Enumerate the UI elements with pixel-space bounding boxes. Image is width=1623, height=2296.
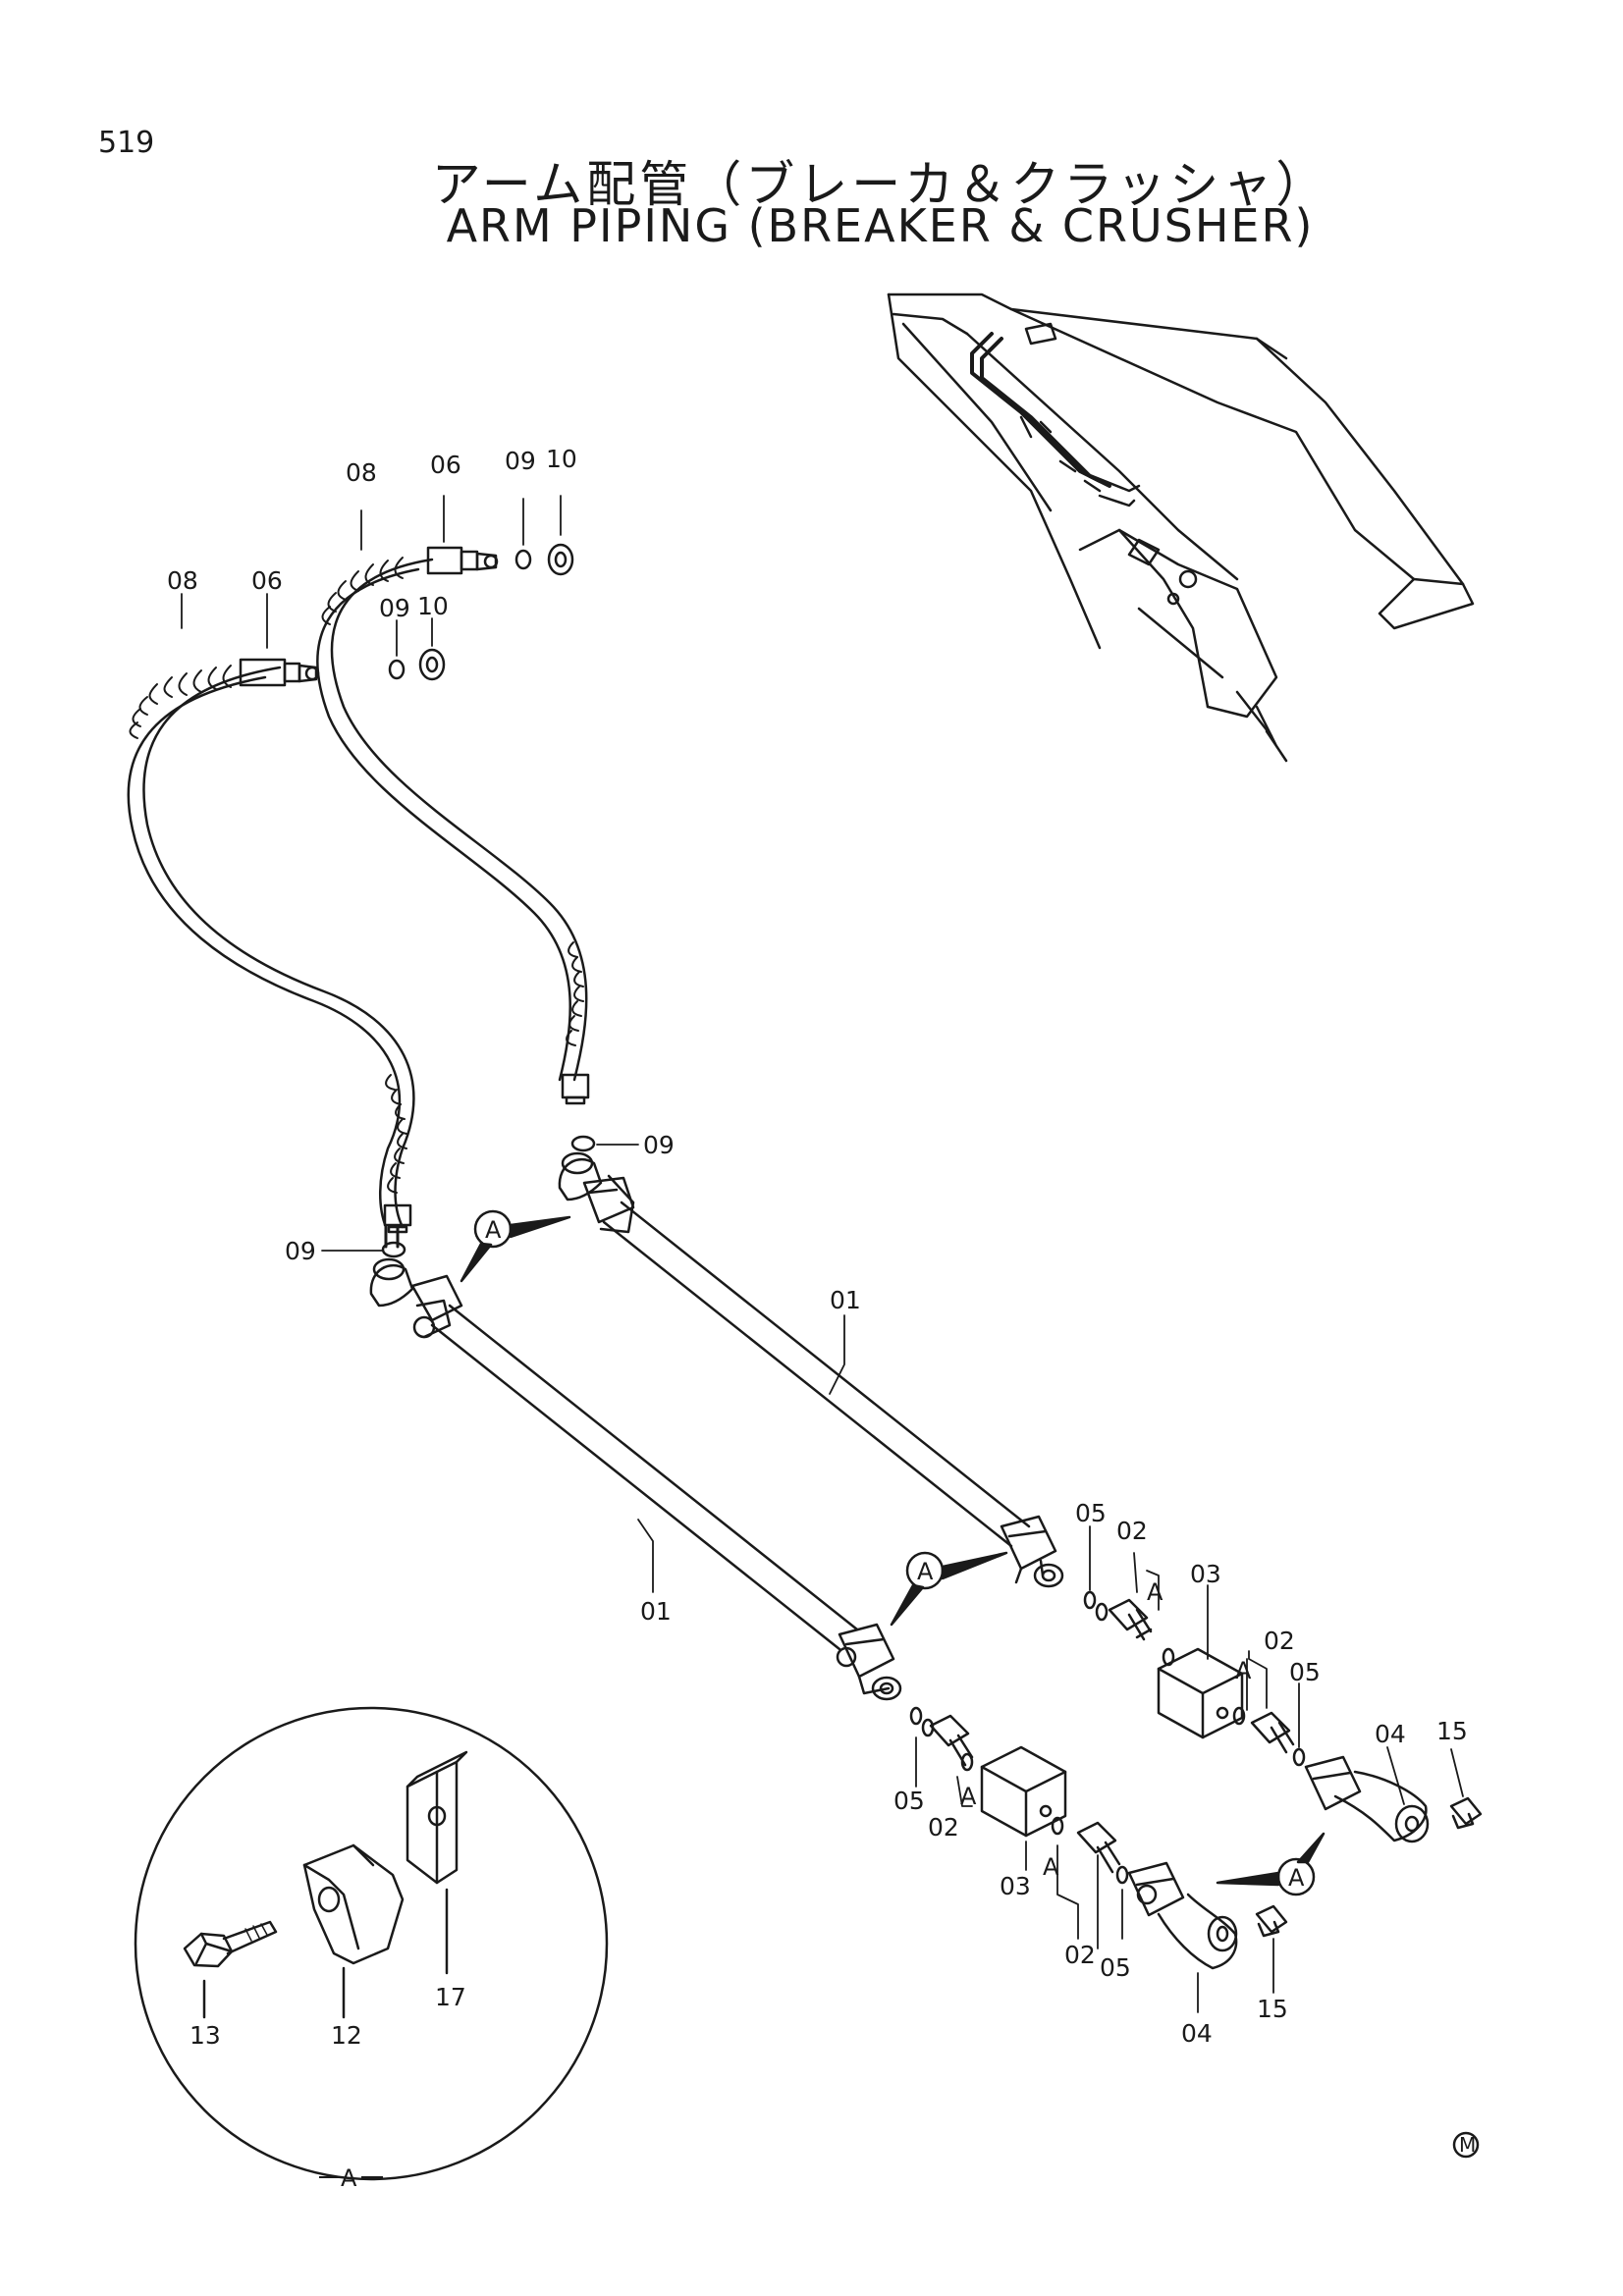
pipe-01-upper [602, 1201, 1031, 1548]
o-ring-09-middle [388, 659, 406, 680]
o-ring-05-upper-b [1095, 1602, 1109, 1622]
o-ring-05-upper [1083, 1590, 1097, 1610]
label-03-lower: 03 [1000, 1872, 1031, 1900]
title-english: ARM PIPING (BREAKER & CRUSHER) [446, 199, 1315, 252]
callout-letter-a-middle: A [917, 1558, 934, 1585]
label-01-lower: 01 [640, 1597, 672, 1626]
o-ring-09-lower-right [570, 1135, 596, 1152]
label-a-right: A [1235, 1657, 1252, 1684]
label-15-lower: 15 [1257, 1995, 1288, 2023]
detail-a-label-group: A [319, 2164, 383, 2192]
o-ring-a-lower-b [1051, 1816, 1064, 1836]
label-a-lower: A [960, 1783, 977, 1810]
o-ring-09-lower-left [381, 1241, 406, 1258]
adapter-02-lower-a [929, 1714, 974, 1767]
clamp-lower-middle [836, 1623, 902, 1701]
detail-a-label: A [341, 2164, 357, 2192]
o-ring-05-lower [909, 1706, 923, 1726]
label-17: 17 [435, 1983, 466, 2011]
label-02-right: 02 [1264, 1627, 1295, 1655]
footer-mark-letter: M [1459, 2133, 1476, 2157]
label-13: 13 [189, 2021, 221, 2050]
label-08-lower: 08 [167, 566, 198, 595]
label-15-right: 15 [1436, 1717, 1468, 1745]
callout-letter-a-upper-left: A [485, 1216, 502, 1244]
label-09-hose-left: 09 [285, 1237, 316, 1265]
plug-15-right [1449, 1796, 1483, 1830]
block-03-upper [1157, 1647, 1244, 1739]
clamp-upper-middle [1000, 1515, 1064, 1588]
label-05-upper: 05 [1075, 1499, 1107, 1527]
callout-letter-a-lower-right: A [1288, 1864, 1305, 1892]
o-ring-05-right-b [1115, 1865, 1129, 1885]
o-ring-a-lower [960, 1752, 974, 1772]
label-03-upper: 03 [1190, 1560, 1221, 1588]
adapter-02-upper-a [1108, 1598, 1153, 1641]
adapter-02-upper-b [1250, 1711, 1295, 1754]
plug-15-lower [1255, 1904, 1288, 1938]
label-a-upper: A [1147, 1578, 1163, 1606]
leader-lines [181, 495, 1464, 2013]
label-05-lower-b: 05 [1100, 1953, 1131, 1982]
label-06-lower: 06 [251, 566, 283, 595]
page-number: 519 [98, 126, 155, 160]
label-05-right: 05 [1289, 1658, 1321, 1686]
elbow-fitting-lower-left [369, 1257, 463, 1339]
label-10-middle: 10 [417, 592, 449, 620]
block-03-lower [980, 1745, 1067, 1838]
o-ring-05-right [1292, 1747, 1306, 1767]
o-ring-a-upper-b [1232, 1706, 1246, 1726]
label-a-lower-b: A [1043, 1853, 1059, 1881]
elbow-04-right [1304, 1755, 1430, 1843]
footer-mark [1452, 2131, 1480, 2159]
washer-10-upper [547, 543, 574, 576]
label-02-lower: 02 [928, 1813, 959, 1842]
label-05-lower: 05 [893, 1787, 925, 1815]
label-12: 12 [331, 2021, 362, 2050]
label-01-upper: 01 [830, 1286, 861, 1314]
callout-a-middle [890, 1551, 1008, 1627]
o-ring-09-upper [514, 549, 532, 570]
arm-overview-illustration [887, 293, 1475, 763]
label-10-upper: 10 [546, 445, 577, 473]
elbow-04-lower [1127, 1861, 1238, 1970]
label-06-upper: 06 [430, 451, 461, 479]
label-02-upper: 02 [1116, 1517, 1148, 1545]
label-04-lower: 04 [1181, 2019, 1213, 2048]
hose-assembly-left [127, 658, 415, 1249]
callout-a-upper-left [460, 1209, 571, 1283]
label-09-hose-right: 09 [643, 1131, 675, 1159]
elbow-fitting-upper-left [558, 1151, 635, 1234]
label-09-middle: 09 [379, 594, 410, 622]
callout-a-lower-right [1216, 1832, 1325, 1896]
adapter-02-lower-b [1076, 1821, 1121, 1874]
part-labels: 08 06 09 10 08 06 09 10 09 09 01 01 05 0… [167, 445, 1468, 2050]
label-02-lower-b: 02 [1064, 1941, 1096, 1969]
detail-a-view [134, 1706, 609, 2181]
label-04-right: 04 [1375, 1720, 1406, 1748]
pipe-01-lower [430, 1304, 859, 1651]
label-08-upper: 08 [346, 458, 377, 487]
hose-assembly-right [316, 546, 590, 1105]
callout-letters: A A A [485, 1216, 1305, 1892]
label-09-upper: 09 [505, 447, 536, 475]
title-japanese: アーム配管（ブレーカ＆クラッシャ） [431, 156, 1329, 213]
washer-10-middle [418, 648, 446, 681]
